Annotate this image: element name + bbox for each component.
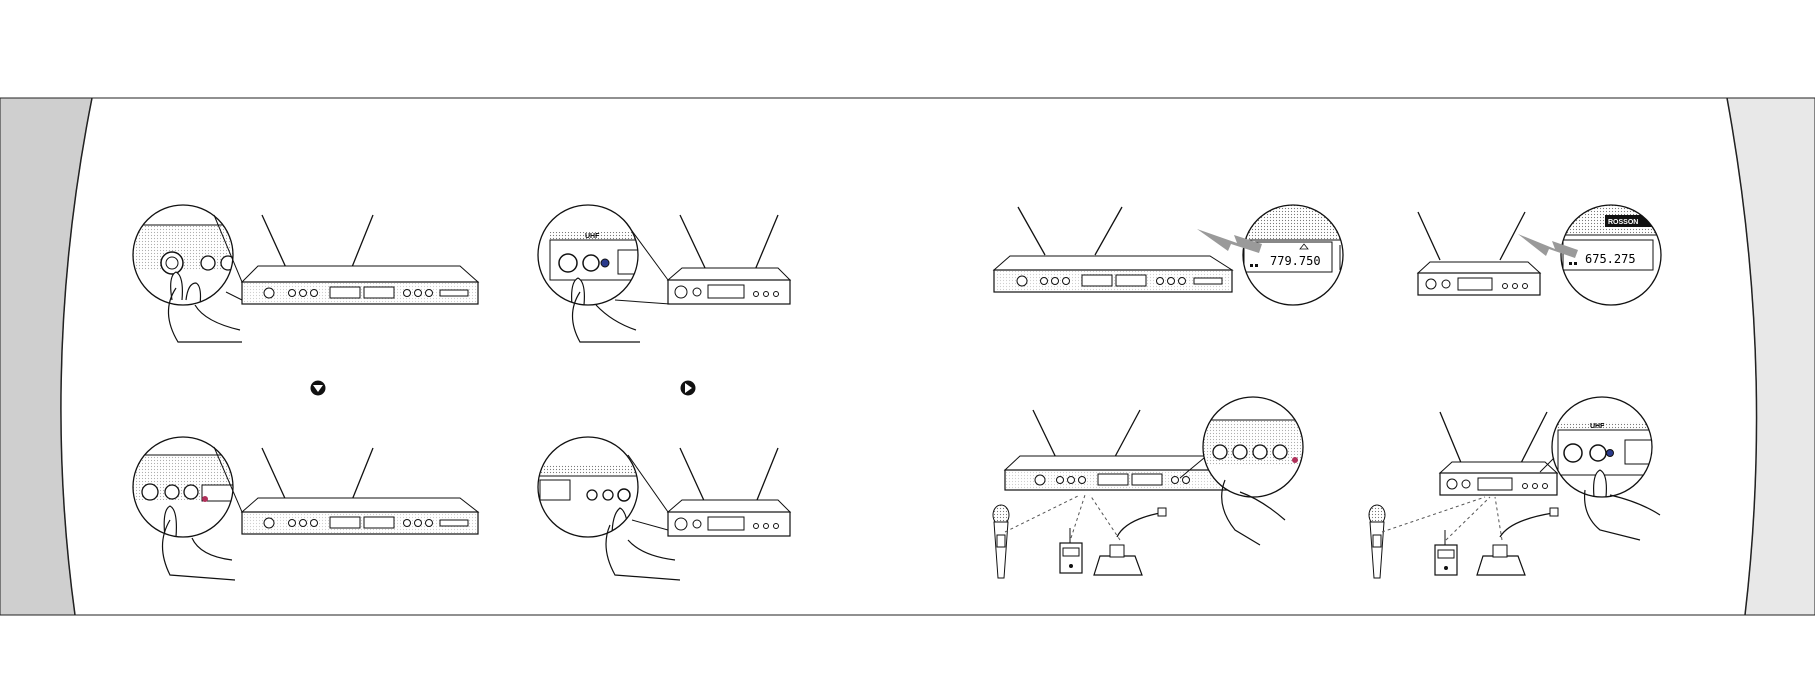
half-rack-receiver — [668, 268, 790, 304]
half-rack-receiver — [1440, 462, 1557, 495]
brand-label: ROSSON — [1608, 219, 1638, 226]
lcd-frequency: 675.275 — [1585, 252, 1636, 266]
rack-receiver — [242, 498, 478, 534]
half-rack-receiver — [668, 500, 790, 536]
down-arrow-icon — [311, 381, 326, 396]
uhf-label: UHF — [585, 233, 600, 240]
right-arrow-icon — [681, 381, 696, 396]
uhf-label: UHF — [1590, 423, 1605, 430]
half-rack-receiver — [1418, 262, 1540, 295]
rack-receiver — [994, 256, 1232, 292]
rack-receiver — [242, 266, 478, 304]
lcd-frequency: 779.750 — [1270, 254, 1321, 268]
